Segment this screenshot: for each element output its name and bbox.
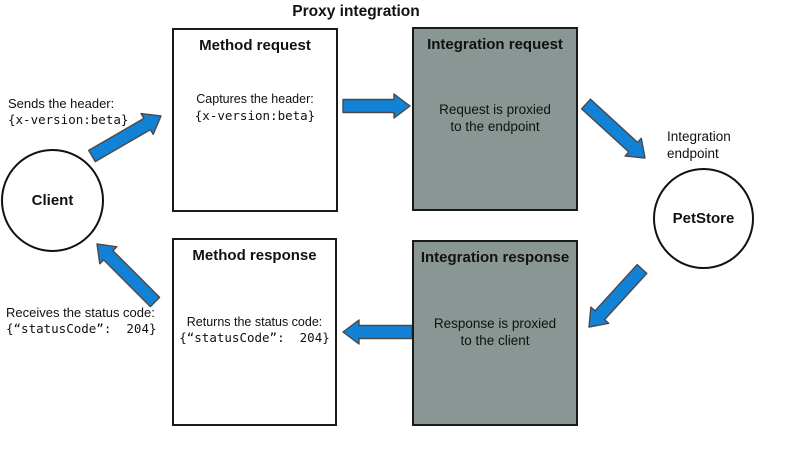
petstore-node: PetStore — [653, 168, 754, 269]
arrow-integration-request-to-petstore — [580, 98, 646, 159]
receives-status-annotation: Receives the status code: {“statusCode”:… — [6, 305, 157, 336]
method-request-body-text: Captures the header: — [196, 92, 314, 107]
method-response-box: Method response Returns the status code:… — [172, 238, 337, 426]
method-response-title: Method response — [192, 247, 317, 264]
client-label: Client — [31, 192, 74, 209]
integration-response-title: Integration response — [420, 249, 570, 266]
method-response-body-text: Returns the status code: — [186, 314, 323, 329]
method-request-box: Method request Captures the header: {x-v… — [172, 28, 338, 212]
arrow-method-request-to-integration-request — [342, 93, 411, 119]
receives-status-text: Receives the status code: — [6, 305, 155, 320]
integration-response-box: Integration response Response is proxied… — [412, 240, 578, 426]
method-response-body: Returns the status code: {“statusCode”: … — [178, 314, 331, 347]
client-node: Client — [1, 149, 104, 252]
diagram-title: Proxy integration — [292, 3, 420, 20]
integration-request-title: Integration request — [427, 36, 563, 53]
arrow-petstore-to-integration-response — [588, 263, 648, 328]
sends-header-annotation: Sends the header: {x-version:beta} — [8, 96, 128, 127]
sends-header-text: Sends the header: — [8, 96, 115, 111]
sends-header-code: {x-version:beta} — [8, 111, 129, 127]
method-request-body-code: {x-version:beta} — [194, 107, 316, 123]
integration-response-body: Response is proxied to the client — [433, 316, 557, 348]
integration-request-body: Request is proxied to the endpoint — [439, 102, 551, 134]
method-response-body-code: {“statusCode”: 204} — [179, 330, 330, 346]
integration-endpoint-caption: Integration endpoint — [667, 129, 731, 161]
arrow-integration-response-to-method-response — [342, 319, 413, 345]
receives-status-code: {“statusCode”: 204} — [6, 320, 157, 336]
integration-request-box: Integration request Request is proxied t… — [412, 27, 578, 211]
method-request-title: Method request — [199, 37, 311, 54]
method-request-body: Captures the header: {x-version:beta} — [178, 91, 332, 124]
arrow-method-response-to-client — [96, 243, 161, 308]
petstore-label: PetStore — [672, 210, 735, 227]
